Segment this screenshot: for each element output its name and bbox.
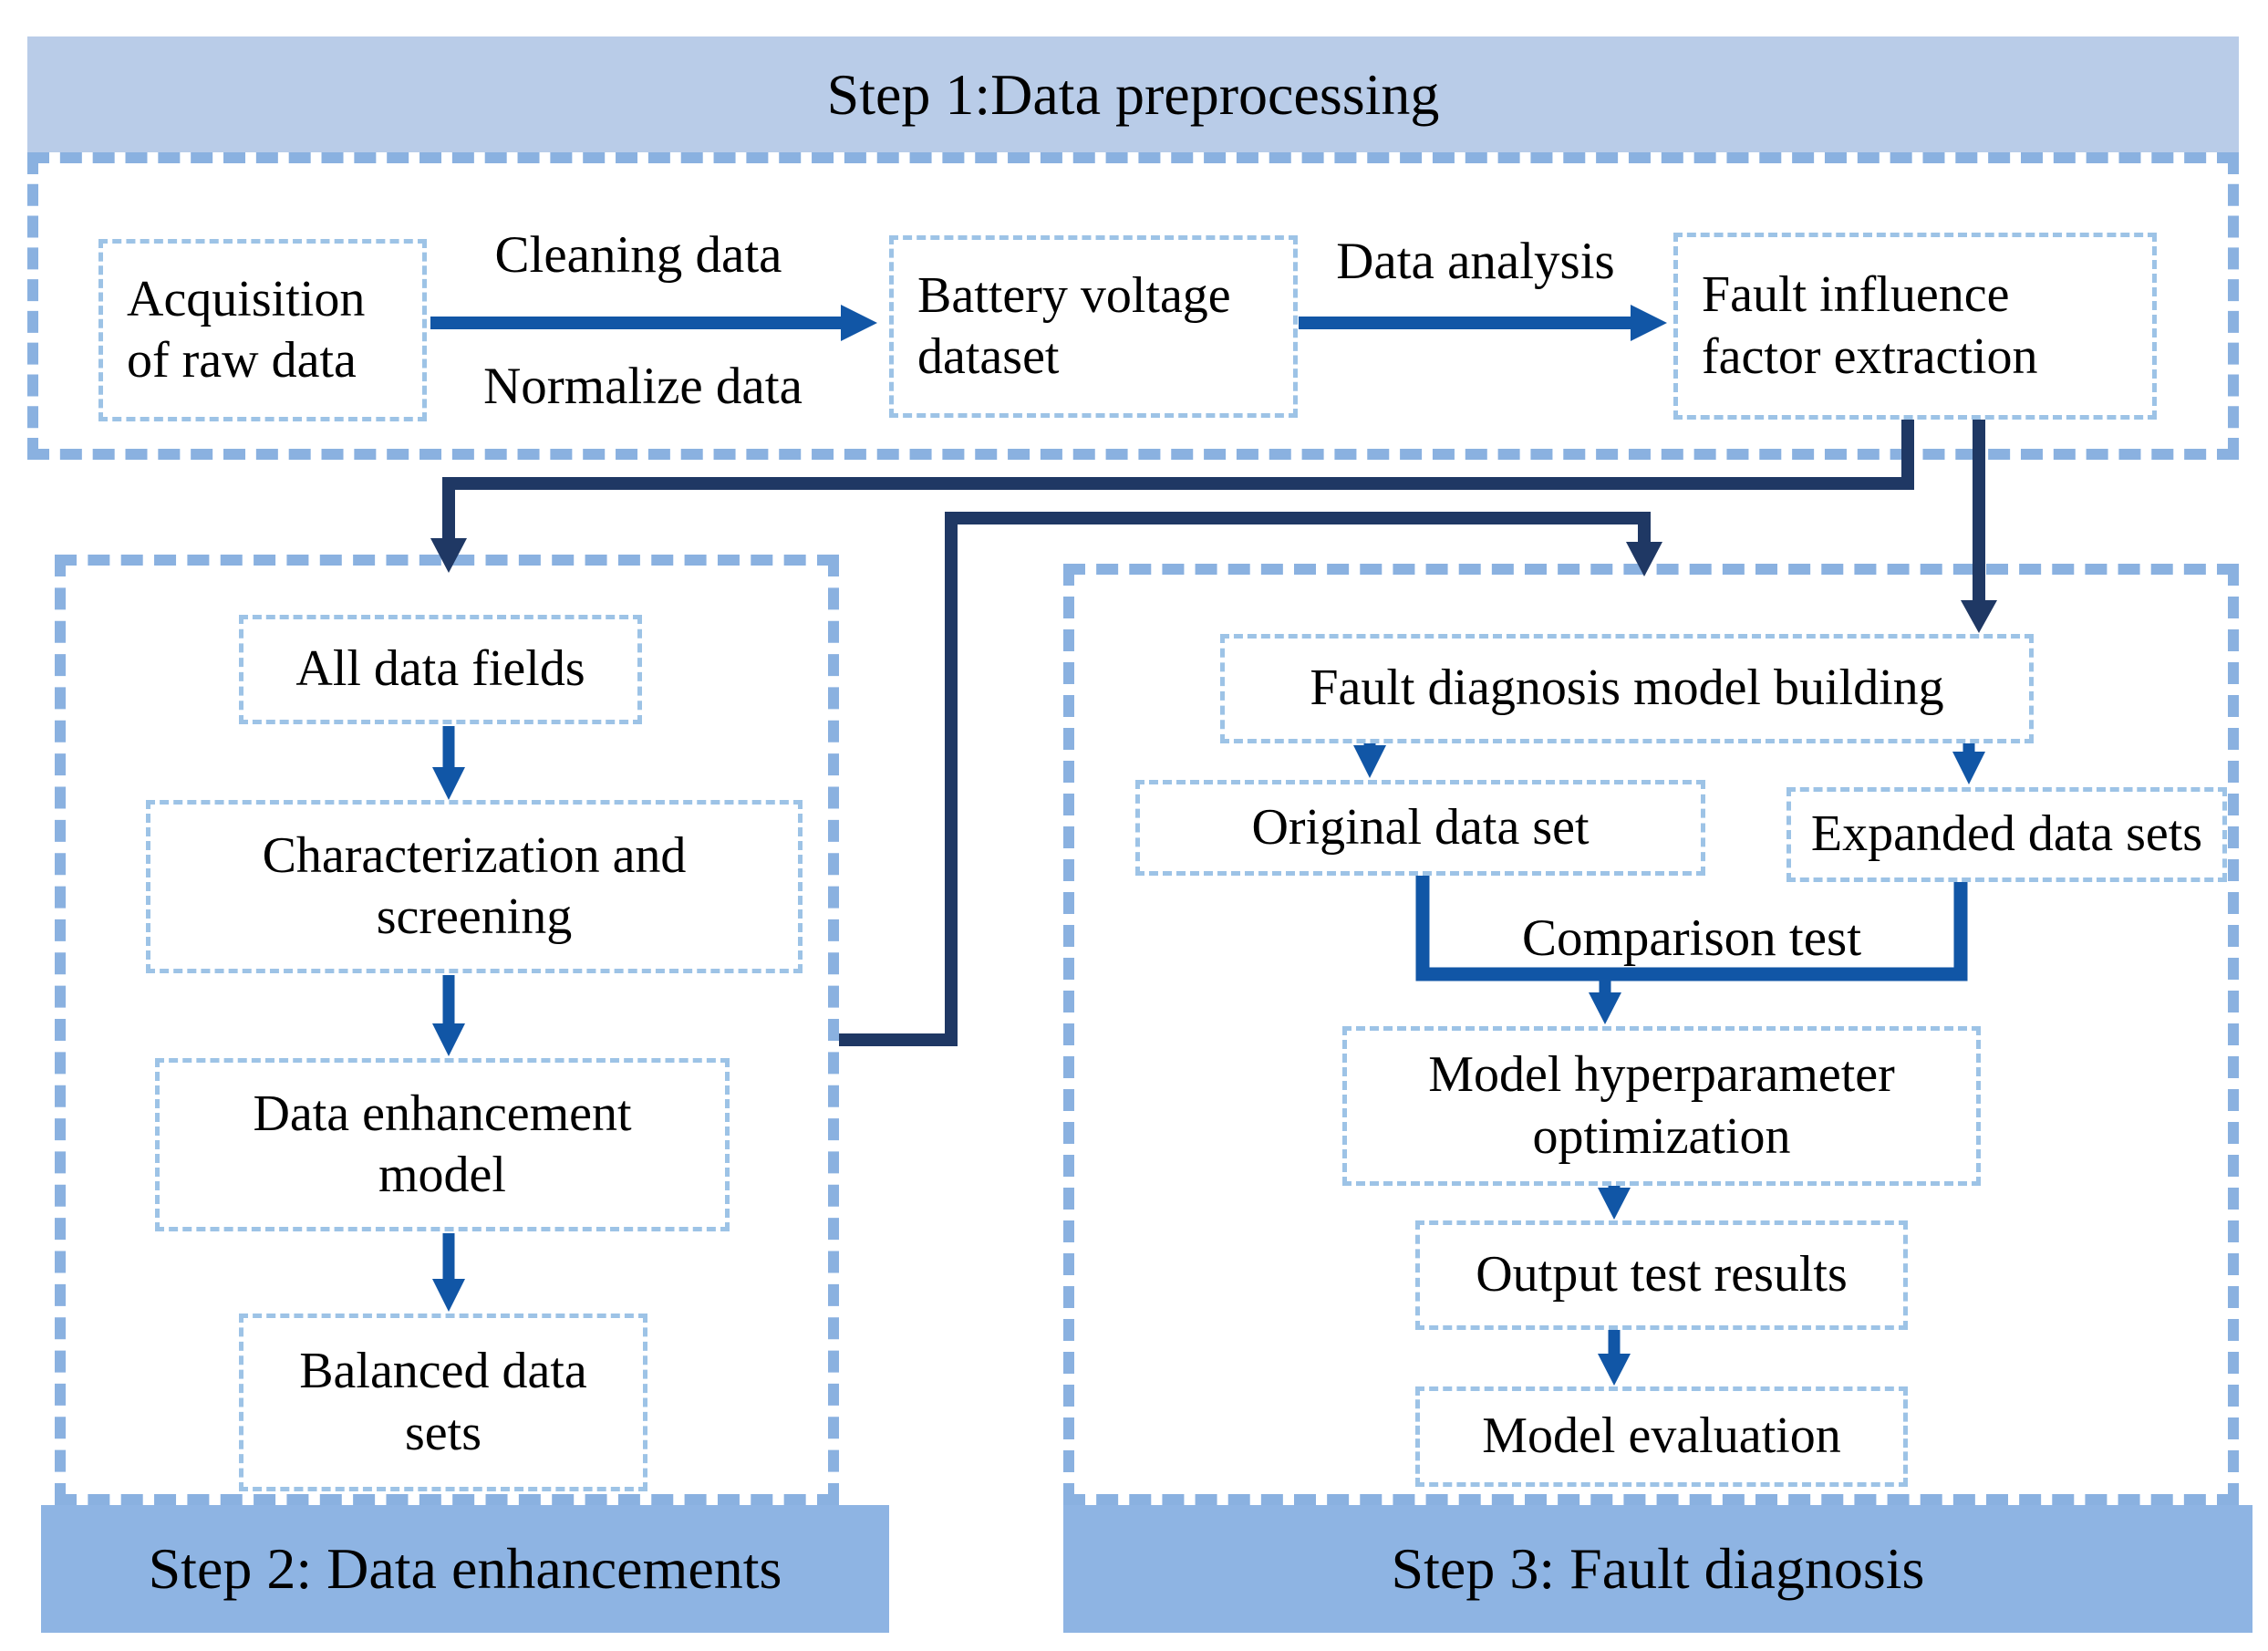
node-fault-influence-factor-extraction: Fault influence factor extraction bbox=[1673, 233, 2157, 420]
step2-region bbox=[55, 555, 839, 1505]
step1-title: Step 1:Data preprocessing bbox=[826, 61, 1440, 127]
node-model-hyperparameter-optimization: Model hyperparameter optimization bbox=[1342, 1026, 1981, 1186]
node-fault-diagnosis-model-building: Fault diagnosis model building bbox=[1220, 634, 2034, 743]
step3-banner: Step 3: Fault diagnosis bbox=[1063, 1505, 2252, 1633]
label-normalize-data: Normalize data bbox=[483, 358, 803, 415]
node-acquisition-of-raw-data: Acquisition of raw data bbox=[98, 239, 427, 421]
node-data-enhancement-model: Data enhancement model bbox=[155, 1058, 730, 1231]
node-characterization-and-screening: Characterization and screening bbox=[146, 800, 803, 973]
step2-title: Step 2: Data enhancements bbox=[148, 1536, 782, 1601]
node-battery-voltage-dataset: Battery voltage dataset bbox=[889, 235, 1298, 418]
node-output-test-results: Output test results bbox=[1415, 1220, 1908, 1330]
node-all-data-fields: All data fields bbox=[239, 615, 642, 724]
node-balanced-data-sets: Balanced data sets bbox=[239, 1314, 647, 1491]
label-data-analysis: Data analysis bbox=[1336, 233, 1615, 290]
label-cleaning-data: Cleaning data bbox=[494, 226, 782, 284]
step2-banner: Step 2: Data enhancements bbox=[41, 1505, 889, 1633]
label-comparison-test: Comparison test bbox=[1521, 909, 1862, 967]
node-expanded-data-sets: Expanded data sets bbox=[1786, 787, 2227, 882]
node-model-evaluation: Model evaluation bbox=[1415, 1386, 1908, 1487]
step3-title: Step 3: Fault diagnosis bbox=[1391, 1536, 1925, 1601]
step1-banner: Step 1:Data preprocessing bbox=[27, 36, 2239, 152]
node-original-data-set: Original data set bbox=[1135, 780, 1705, 876]
